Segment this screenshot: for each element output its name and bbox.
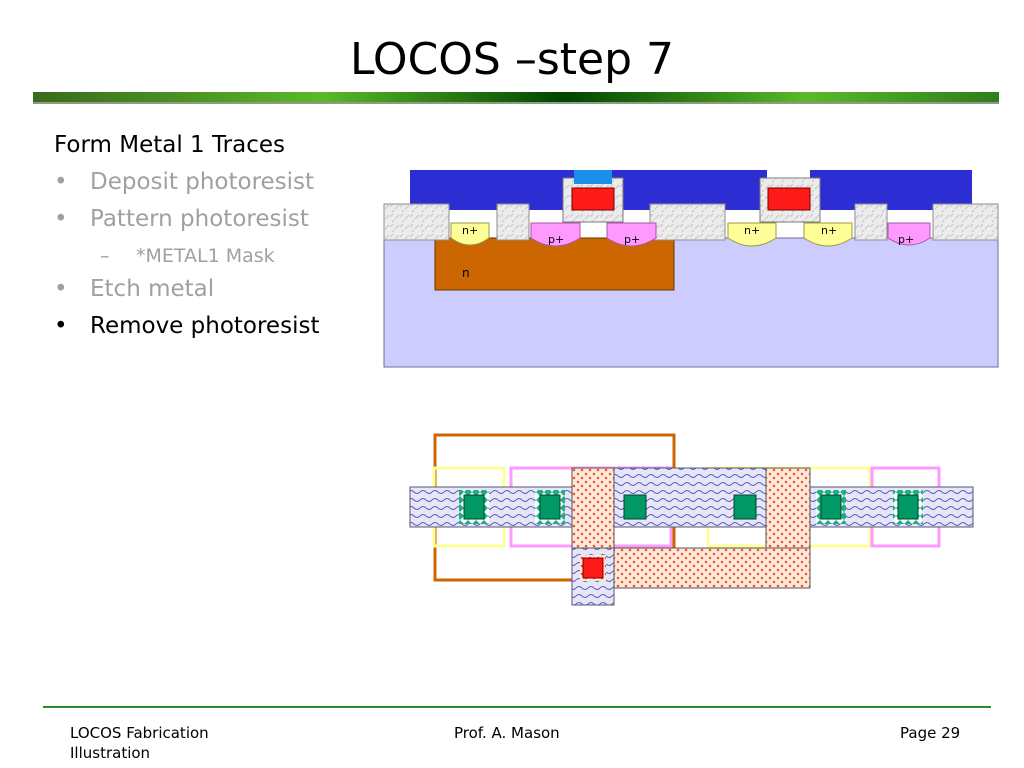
diffusion-label: p+ xyxy=(548,233,564,246)
bullet-text: Pattern photoresist xyxy=(90,206,309,232)
slide-title: LOCOS –step 7 xyxy=(349,34,674,85)
bullet-text: Remove photoresist xyxy=(90,313,320,339)
diffusion-label: p+ xyxy=(898,233,914,246)
bullet-item: • Deposit photoresist xyxy=(54,169,314,195)
bullet-marker: • xyxy=(54,206,68,232)
poly-trace xyxy=(571,467,615,549)
bullet-marker: • xyxy=(54,276,68,302)
active-contact xyxy=(820,494,842,520)
poly-trace xyxy=(613,547,811,589)
metal-trace-right xyxy=(810,170,972,210)
bullet-marker: • xyxy=(54,313,68,339)
bullet-marker: • xyxy=(54,169,68,195)
field-oxide xyxy=(649,203,726,241)
cross-section-diagram: n n+ p+ p+ n+ n+ p+ xyxy=(383,170,999,368)
field-oxide xyxy=(383,203,450,241)
active-contact xyxy=(539,494,561,520)
n-plus-diffusion xyxy=(803,222,853,247)
p-plus-diffusion xyxy=(530,222,581,247)
diffusion-label: n+ xyxy=(462,224,478,237)
bullet-text: Deposit photoresist xyxy=(90,169,315,195)
n-plus-diffusion xyxy=(450,222,490,246)
field-oxide xyxy=(496,203,530,241)
active-contact xyxy=(897,494,919,520)
n-plus-diffusion xyxy=(727,222,777,247)
poly-contact xyxy=(582,557,604,579)
bullet-marker: – xyxy=(100,245,110,267)
footer-page-number: Page 29 xyxy=(900,724,961,742)
active-contact xyxy=(733,494,757,520)
title-divider-bar xyxy=(33,92,999,104)
bullet-item: • Pattern photoresist xyxy=(54,206,309,232)
bullet-text: *METAL1 Mask xyxy=(136,245,275,267)
p-plus-diffusion xyxy=(887,222,931,246)
sub-bullet-item: – *METAL1 Mask xyxy=(100,245,275,267)
layout-diagram xyxy=(409,433,974,606)
n-well-label: n xyxy=(462,266,470,280)
poly-gate xyxy=(571,187,615,211)
n-well xyxy=(434,237,675,291)
diffusion-label: n+ xyxy=(821,224,837,237)
footer-left-line1: LOCOS Fabrication xyxy=(70,724,209,742)
footer-left: LOCOS Fabrication Illustration xyxy=(70,723,209,763)
active-contact xyxy=(463,494,485,520)
footer-divider xyxy=(43,706,991,708)
field-oxide xyxy=(932,203,999,241)
diffusion-label: p+ xyxy=(624,233,640,246)
footer-left-line2: Illustration xyxy=(70,744,151,762)
bullet-text: Etch metal xyxy=(90,276,215,302)
p-plus-diffusion xyxy=(606,222,657,247)
bullet-heading: Form Metal 1 Traces xyxy=(54,132,285,158)
bullet-item: • Remove photoresist xyxy=(54,313,319,339)
bullet-item: • Etch metal xyxy=(54,276,214,302)
active-contact xyxy=(623,494,647,520)
poly-gate xyxy=(767,187,811,211)
field-oxide xyxy=(854,203,888,241)
footer-author: Prof. A. Mason xyxy=(454,724,560,742)
diffusion-label: n+ xyxy=(744,224,760,237)
gate-contact xyxy=(574,170,612,184)
